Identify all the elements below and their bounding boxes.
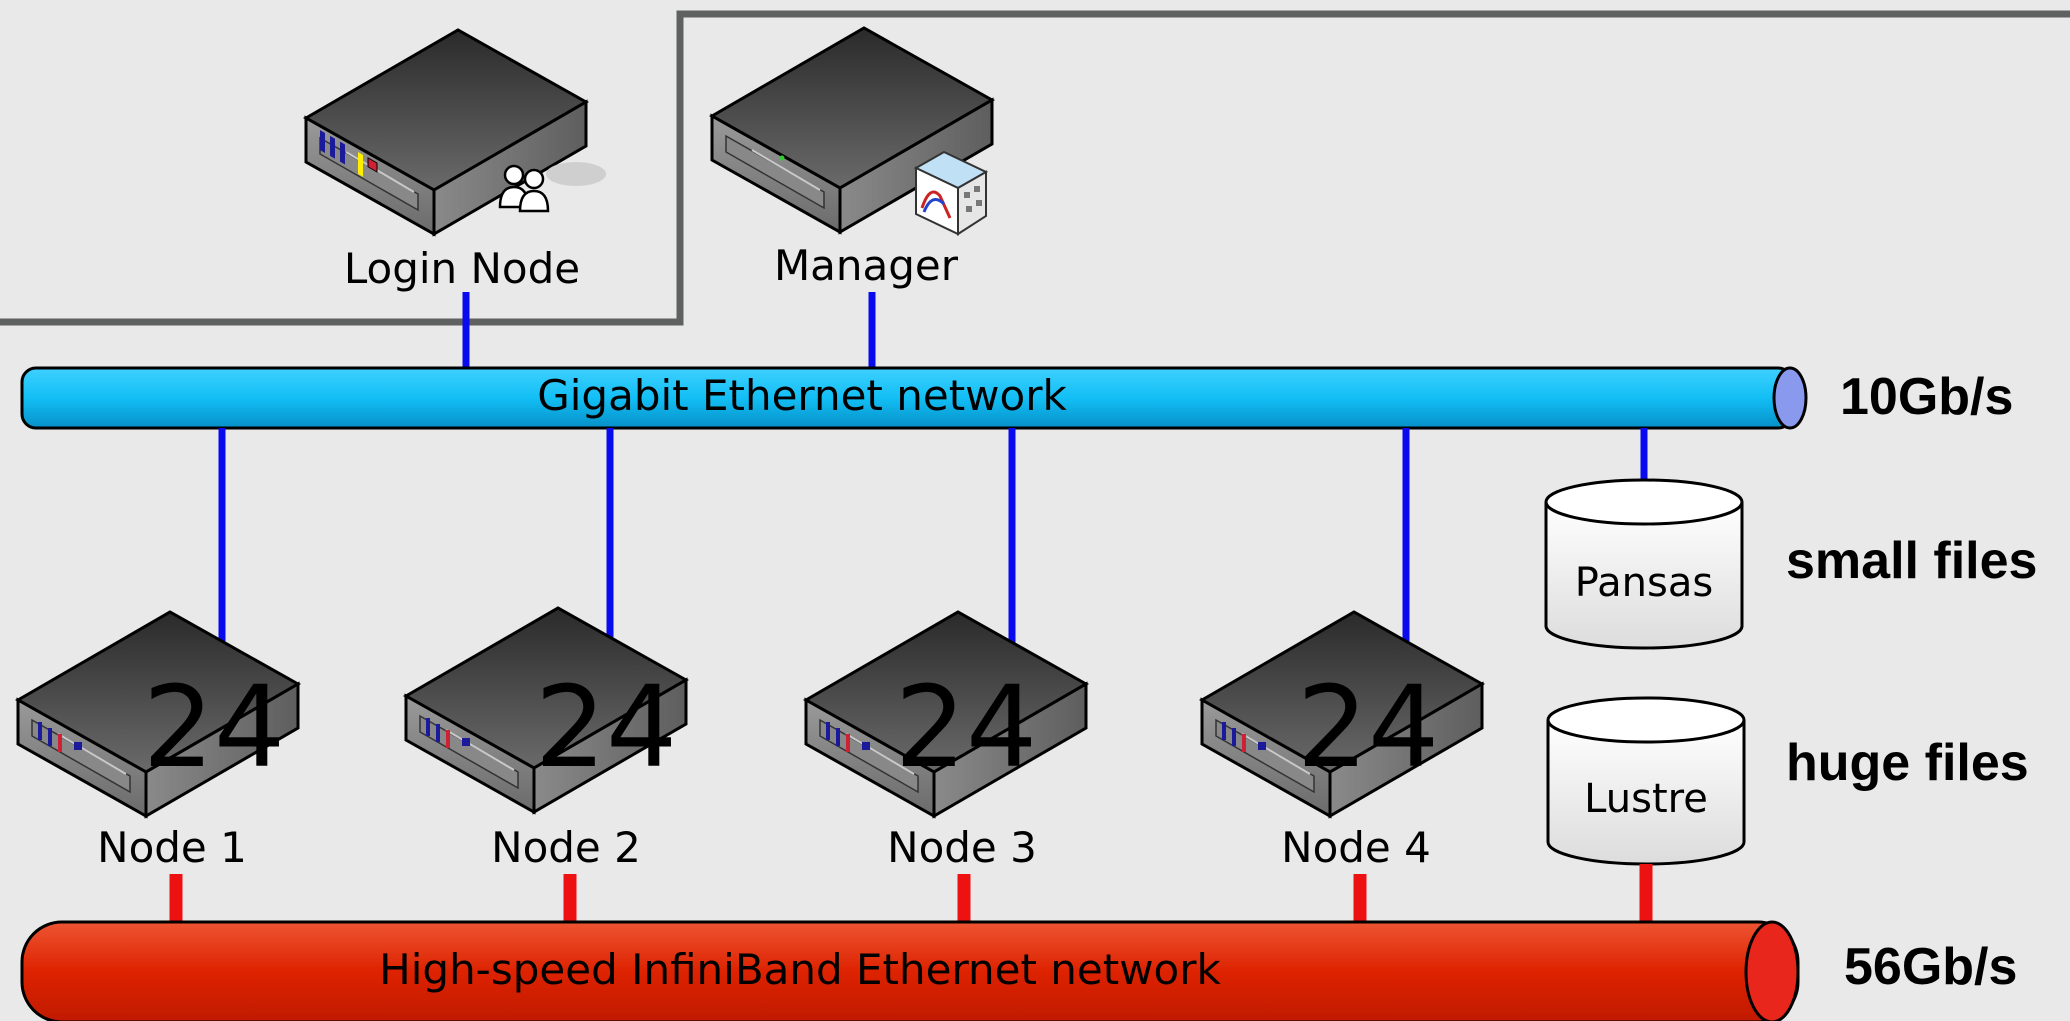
ethernet-bus — [20, 366, 1808, 430]
node-3-cores: 24 — [895, 663, 1038, 793]
node-2[interactable] — [404, 606, 688, 814]
pansas-storage[interactable] — [1544, 478, 1744, 650]
ethernet-speed: 10Gb/s — [1840, 368, 2013, 426]
node-4-cores: 24 — [1297, 663, 1440, 793]
login-server[interactable] — [304, 28, 606, 236]
node-1-cores: 24 — [143, 663, 286, 793]
monitor-chart-icon — [913, 150, 989, 236]
node-1[interactable] — [16, 610, 300, 818]
pansas-desc: small files — [1786, 532, 2037, 590]
network-boundary — [0, 10, 2070, 326]
ethernet-label: Gigabit Ethernet network — [537, 371, 1067, 420]
infiniband-speed: 56Gb/s — [1844, 938, 2017, 996]
infiniband-label: High-speed InfiniBand Ethernet network — [379, 945, 1221, 994]
lustre-label: Lustre — [1584, 776, 1708, 822]
node-3-label: Node 3 — [887, 823, 1037, 872]
login-node-label: Login Node — [344, 244, 580, 293]
infiniband-bus — [20, 920, 1800, 1021]
manager-server[interactable] — [710, 26, 994, 234]
manager-label: Manager — [774, 241, 959, 290]
node-2-cores: 24 — [535, 663, 678, 793]
node-4[interactable] — [1200, 610, 1484, 818]
node-3[interactable] — [804, 610, 1088, 818]
node-2-label: Node 2 — [491, 823, 641, 872]
lustre-desc: huge files — [1786, 734, 2029, 792]
node-4-label: Node 4 — [1281, 823, 1431, 872]
node-1-label: Node 1 — [97, 823, 247, 872]
users-icon — [498, 164, 550, 213]
pansas-label: Pansas — [1575, 560, 1713, 606]
